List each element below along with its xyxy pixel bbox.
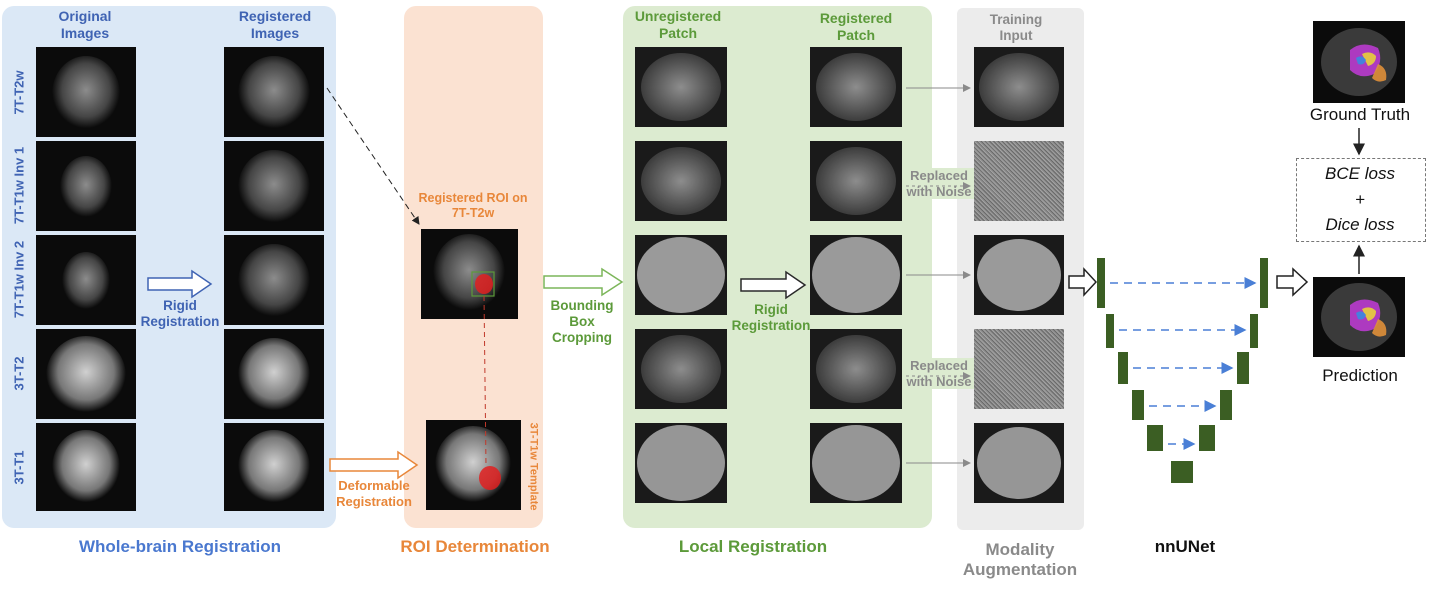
rigid-registration-label: Rigid Registration [140,298,220,330]
whole-brain-title: Whole-brain Registration [78,537,282,556]
replaced-with-noise-label-1: Replaced with Noise [904,168,974,200]
prediction-label: Prediction [1322,366,1398,385]
ground-truth-image [1313,21,1405,103]
bounding-box-cropping-label: Bounding Box Cropping [550,298,614,346]
registered-image-3t-t1 [224,423,324,511]
roi-template-image [426,420,521,510]
original-images-header: Original Images [58,8,112,41]
registered-image-7t-t1w-inv1 [224,141,324,231]
training-input-header: Training Input [989,12,1043,44]
original-image-7t-t2w [36,47,136,137]
unregistered-patch-5 [635,423,727,503]
training-input-3 [974,235,1064,315]
registered-image-3t-t2 [224,329,324,419]
registered-roi-label: Registered ROI on 7T-T2w [418,191,528,220]
original-image-7t-t1w-inv2 [36,235,136,325]
unregistered-patch-3 [635,235,727,315]
registered-patch-4 [810,329,902,409]
loss-box [1296,158,1426,242]
unregistered-patch-2 [635,141,727,221]
nnunet-title: nnUNet [1154,537,1216,556]
loss-plus-label: + [1355,190,1365,209]
unet-blocks [1097,258,1268,483]
unregistered-patch-1 [635,47,727,127]
modality-title: Modality Augmentation [962,540,1078,580]
unregistered-patch-header: Unregistered Patch [634,8,722,41]
row-label-3t-t1: 3T-T1 [11,450,27,485]
roi-title: ROI Determination [400,537,550,556]
registered-image-7t-t1w-inv2 [224,235,324,325]
registered-patch-5 [810,423,902,503]
unregistered-patch-4 [635,329,727,409]
training-noise-1 [974,141,1064,221]
registered-patch-1 [810,47,902,127]
registered-patch-3 [810,235,902,315]
dice-loss-label: Dice loss [1325,215,1395,234]
replaced-with-noise-label-2: Replaced with Noise [904,358,974,390]
roi-7t-t2w-image [421,229,518,319]
unet-skip-connections [1110,277,1257,450]
original-image-7t-t1w-inv1 [36,141,136,231]
registered-patch-header: Registered Patch [819,10,893,43]
original-image-3t-t2 [36,329,136,419]
deformable-registration-label: Deformable Registration [336,478,412,509]
registered-image-7t-t2w [224,47,324,137]
registered-images-header: Registered Images [238,8,312,41]
training-input-1 [974,47,1064,127]
local-rigid-registration-label: Rigid Registration [731,302,811,334]
ground-truth-label: Ground Truth [1309,105,1411,124]
registered-patch-2 [810,141,902,221]
template-label: 3T-T1w Template [527,422,540,511]
original-image-3t-t1 [36,423,136,511]
prediction-image [1313,277,1405,357]
bce-loss-label: BCE loss [1325,164,1395,183]
training-noise-2 [974,329,1064,409]
local-title: Local Registration [678,537,828,556]
training-input-5 [974,423,1064,503]
